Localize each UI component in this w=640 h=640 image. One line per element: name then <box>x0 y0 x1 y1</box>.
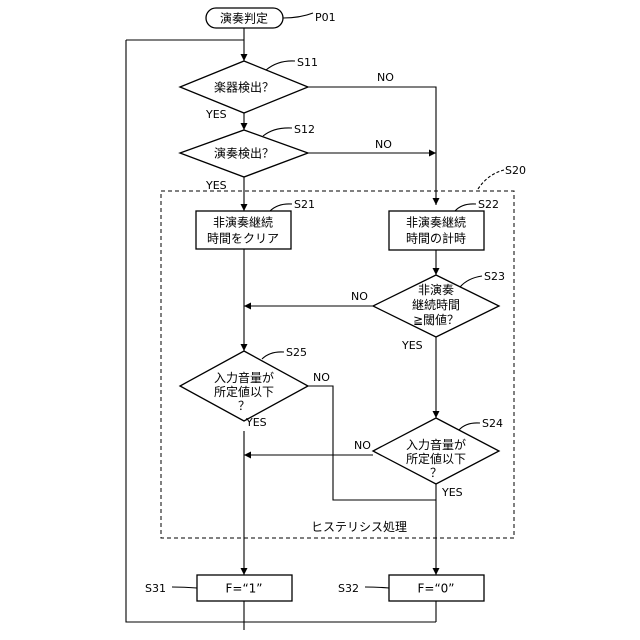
ref-s12: S12 <box>294 123 315 136</box>
s25-text-line1: 入力音量が <box>214 370 274 385</box>
connectors <box>126 28 436 630</box>
ref-s32: S32 <box>338 582 359 595</box>
s25-text-line3: ？ <box>238 399 250 413</box>
s22-leader <box>455 204 476 211</box>
s12-yes-label: YES <box>205 179 227 192</box>
s24-no-label: NO <box>354 439 371 452</box>
s21-leader <box>270 204 292 211</box>
ref-s25: S25 <box>286 346 307 359</box>
ref-s20: S20 <box>505 164 526 177</box>
ref-p01: P01 <box>315 11 336 24</box>
s11-yes-label: YES <box>205 108 227 121</box>
s32-text: F=“0” <box>417 582 454 596</box>
s23-text-line3: ≧閾値？ <box>413 312 459 327</box>
s23-leader <box>460 276 482 287</box>
s12-text: 演奏検出？ <box>214 146 274 161</box>
s31-leader <box>172 587 197 588</box>
ref-s22: S22 <box>478 198 499 211</box>
s11-text: 楽器検出？ <box>214 81 274 95</box>
s23-no-label: NO <box>351 290 368 303</box>
s24-yes-label: YES <box>441 486 463 499</box>
s12-no-label: NO <box>375 138 392 151</box>
s24-text-line1: 入力音量が <box>406 437 466 452</box>
s22-text-line1: 非演奏継続 <box>406 215 466 230</box>
s21-text-line1: 非演奏継続 <box>213 215 273 230</box>
s32-leader <box>365 587 389 588</box>
s25-no-label: NO <box>313 371 330 384</box>
ref-s31: S31 <box>145 582 166 595</box>
s25-leader <box>262 352 284 359</box>
s25-text-line2: 所定値以下 <box>214 384 274 399</box>
s23-text-line2: 継続時間 <box>412 297 460 312</box>
ref-s11: S11 <box>297 56 318 69</box>
s20-leader <box>478 170 504 189</box>
s24-text-line2: 所定値以下 <box>406 451 466 466</box>
ref-s21: S21 <box>294 198 315 211</box>
s12-leader <box>263 128 292 136</box>
s11-leader <box>266 61 295 70</box>
loop-back-line <box>126 40 436 622</box>
p01-leader <box>283 13 313 18</box>
start-label: 演奏判定 <box>220 11 268 26</box>
s24-leader <box>459 423 480 430</box>
s25-yes-label: YES <box>245 416 267 429</box>
s24-text-line3: ？ <box>430 466 442 480</box>
ref-s23: S23 <box>484 270 505 283</box>
s22-text-line2: 時間の計時 <box>406 231 466 246</box>
s21-text-line2: 時間をクリア <box>207 232 279 246</box>
s11-no-label: NO <box>377 71 394 84</box>
s23-text-line1: 非演奏 <box>418 282 454 297</box>
hysteresis-label: ヒステリシス処理 <box>311 520 407 534</box>
ref-s24: S24 <box>482 417 503 430</box>
s31-text: F=“1” <box>225 582 262 596</box>
s11-no-line <box>308 87 436 205</box>
s23-yes-label: YES <box>401 339 423 352</box>
